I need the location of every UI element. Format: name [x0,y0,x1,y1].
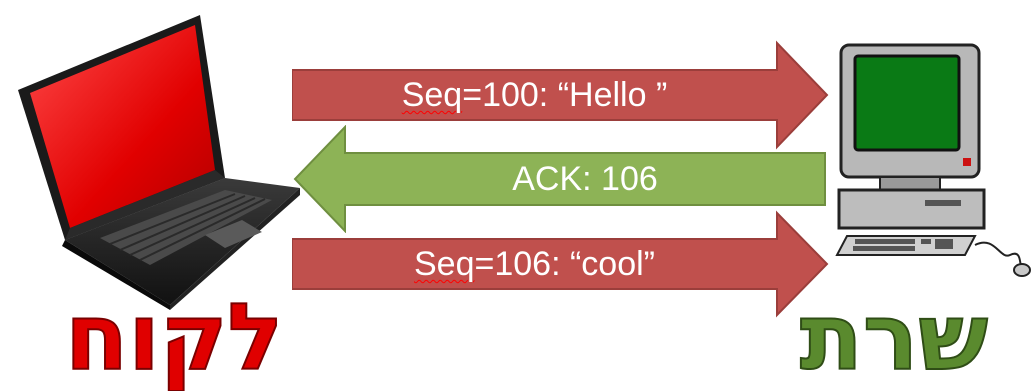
message-2-label: ACK: 106 [512,160,658,198]
message-1-seq-keyword: Seq [401,76,463,114]
message-3-rest: =106: “cool” [474,245,656,283]
desktop-computer-icon [825,40,1031,280]
message-3-seq-keyword: Seq [414,245,475,283]
message-arrow-1: Seq=100: “Hello ” [292,40,832,150]
message-3-label: Seq=106: “cool” [292,244,777,284]
server-label: שרת [799,284,989,391]
client-label: לקוח [64,284,284,391]
laptop-icon [10,10,300,310]
message-1-label: Seq=100: “Hello ” [292,75,777,115]
message-1-rest: =100: “Hello ” [462,76,668,114]
message-arrow-2: ACK: 106 [290,125,830,233]
message-arrow-3: Seq=106: “cool” [292,210,832,318]
